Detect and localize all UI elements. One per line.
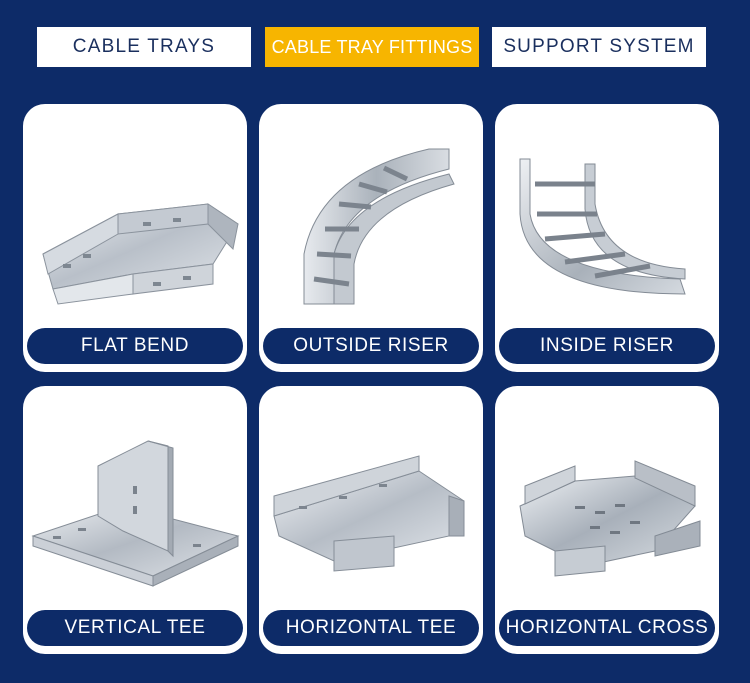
product-card-flat-bend[interactable]: FLAT BEND: [23, 104, 247, 372]
inside-riser-image: [519, 158, 686, 295]
product-label: OUTSIDE RISER: [263, 328, 479, 364]
product-label: HORIZONTAL TEE: [263, 610, 479, 646]
product-card-outside-riser[interactable]: OUTSIDE RISER: [259, 104, 483, 372]
tab-cable-tray-fittings[interactable]: CABLE TRAY FITTINGS: [265, 27, 479, 67]
product-label: INSIDE RISER: [499, 328, 715, 364]
product-card-inside-riser[interactable]: INSIDE RISER: [495, 104, 719, 372]
outside-riser-image: [303, 148, 455, 305]
tab-cable-trays[interactable]: CABLE TRAYS: [37, 27, 251, 67]
flat-bend-image: [42, 203, 239, 305]
category-tabs: CABLE TRAYS CABLE TRAY FITTINGS SUPPORT …: [0, 0, 750, 90]
product-label: HORIZONTAL CROSS: [499, 610, 715, 646]
product-card-horizontal-cross[interactable]: HORIZONTAL CROSS: [495, 386, 719, 654]
product-card-horizontal-tee[interactable]: HORIZONTAL TEE: [259, 386, 483, 654]
product-label: FLAT BEND: [27, 328, 243, 364]
horizontal-tee-image: [273, 455, 465, 572]
vertical-tee-image: [31, 440, 240, 587]
horizontal-cross-image: [519, 460, 701, 577]
tab-support-system[interactable]: SUPPORT SYSTEM: [492, 27, 706, 67]
product-card-vertical-tee[interactable]: VERTICAL TEE: [23, 386, 247, 654]
product-label: VERTICAL TEE: [27, 610, 243, 646]
